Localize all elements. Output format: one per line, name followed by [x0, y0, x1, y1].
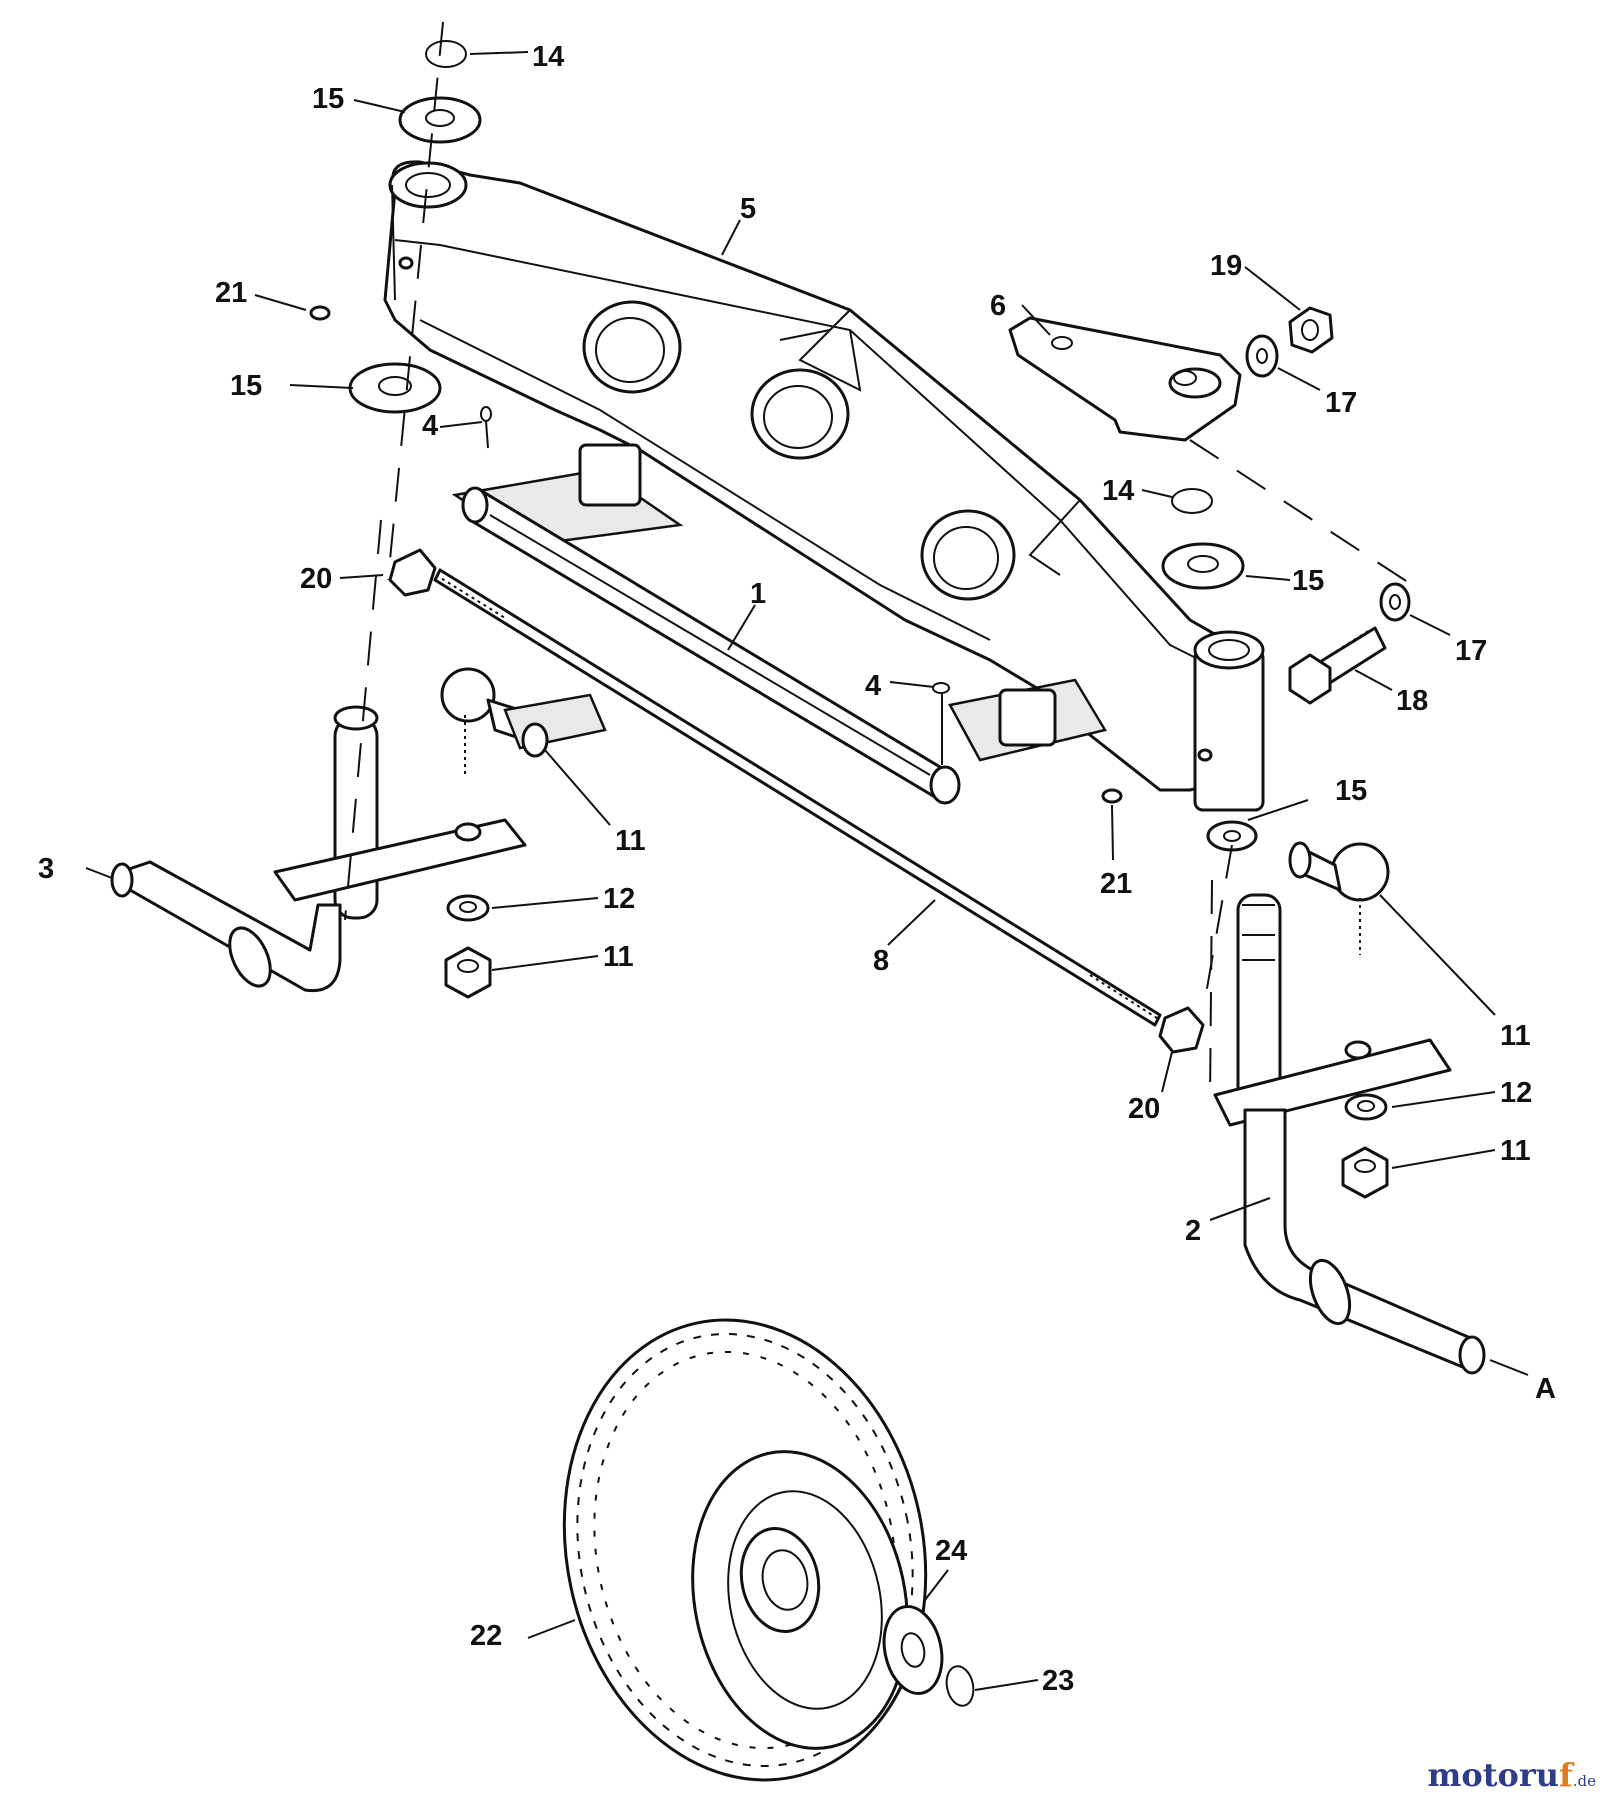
cotter-pin-upper — [480, 406, 492, 449]
callout-11-right-bottom: 11 — [1500, 1135, 1531, 1167]
callout-20-right: 20 — [1128, 1093, 1160, 1125]
axle-beam-right-pivot — [1193, 630, 1265, 812]
washer-right-upper — [1161, 542, 1245, 590]
callout-4-upper: 4 — [422, 410, 438, 442]
callout-8: 8 — [873, 945, 889, 977]
callout-14-right: 14 — [1102, 475, 1134, 507]
snap-ring-right — [1171, 488, 1213, 514]
watermark-accent: f — [1558, 1756, 1573, 1794]
axle-beam-upper-pivot — [388, 161, 468, 301]
ball-joint-right — [1288, 841, 1390, 955]
spindle-left — [110, 705, 527, 993]
callout-a: A — [1535, 1373, 1556, 1405]
hex-nut-19 — [1288, 306, 1334, 354]
callout-21-right: 21 — [1100, 868, 1132, 900]
callout-12-right: 12 — [1500, 1077, 1532, 1109]
callout-17-upper: 17 — [1325, 387, 1357, 419]
spindle-right — [1213, 893, 1486, 1375]
assembly-lines — [344, 21, 1421, 1101]
grease-fitting-left — [309, 256, 414, 321]
callout-20-left: 20 — [300, 563, 332, 595]
callout-15-top: 15 — [312, 83, 344, 115]
callout-5: 5 — [740, 193, 756, 225]
beam-brackets — [451, 443, 1107, 762]
callout-1: 1 — [750, 578, 766, 610]
callout-14-top: 14 — [532, 41, 564, 73]
tie-rod-end-nut-right — [1158, 1006, 1205, 1054]
callout-24: 24 — [935, 1535, 967, 1567]
tie-rod — [388, 548, 1205, 1054]
axle-beam-bores — [582, 300, 1016, 601]
steering-arm — [1008, 316, 1242, 442]
washer-17-upper — [1245, 334, 1279, 378]
callout-11-left-top: 11 — [615, 825, 646, 857]
washer-mid-left — [348, 362, 442, 414]
washer-right-lower — [1206, 820, 1258, 852]
callout-4-lower: 4 — [865, 670, 881, 702]
callout-23: 23 — [1042, 1665, 1074, 1697]
pivot-pin — [461, 486, 961, 805]
lock-washer-left — [446, 894, 490, 922]
callout-11-right-top: 11 — [1500, 1020, 1531, 1052]
snap-ring-top — [425, 40, 467, 68]
washer-top — [398, 96, 482, 144]
wheel-tire — [562, 1318, 928, 1782]
washer-17-lower — [1379, 582, 1411, 622]
callout-6: 6 — [990, 290, 1006, 322]
watermark-logo: motoruf.de — [1428, 1756, 1596, 1794]
callout-15-right-lower: 15 — [1335, 775, 1367, 807]
ball-joint-left — [440, 667, 607, 775]
callout-3: 3 — [38, 853, 54, 885]
wheel-retaining-ring — [945, 1665, 975, 1707]
callout-17-lower: 17 — [1455, 635, 1487, 667]
callout-labels: 14 15 5 19 21 6 17 15 4 14 15 20 1 17 4 … — [38, 41, 1556, 1697]
watermark-suffix: .de — [1572, 1772, 1596, 1790]
bolt-18 — [1288, 626, 1387, 705]
callout-19: 19 — [1210, 250, 1242, 282]
cotter-pin-lower — [932, 682, 950, 765]
callout-15-mid-left: 15 — [230, 370, 262, 402]
wheel-washer — [882, 1605, 944, 1695]
callout-21-left: 21 — [215, 277, 247, 309]
callout-11-left-bottom: 11 — [603, 941, 634, 973]
nut-left — [444, 946, 492, 999]
watermark-brand: motoru — [1427, 1756, 1559, 1794]
callout-18: 18 — [1396, 685, 1428, 717]
nut-right — [1341, 1146, 1389, 1199]
callout-22: 22 — [470, 1620, 502, 1652]
callout-2: 2 — [1185, 1215, 1201, 1247]
leader-lines — [85, 51, 1529, 1691]
tie-rod-end-nut-left — [388, 548, 437, 597]
grease-fitting-right — [1101, 748, 1213, 804]
callout-12-left: 12 — [603, 883, 635, 915]
callout-15-right: 15 — [1292, 565, 1324, 597]
lock-washer-right — [1344, 1093, 1388, 1121]
